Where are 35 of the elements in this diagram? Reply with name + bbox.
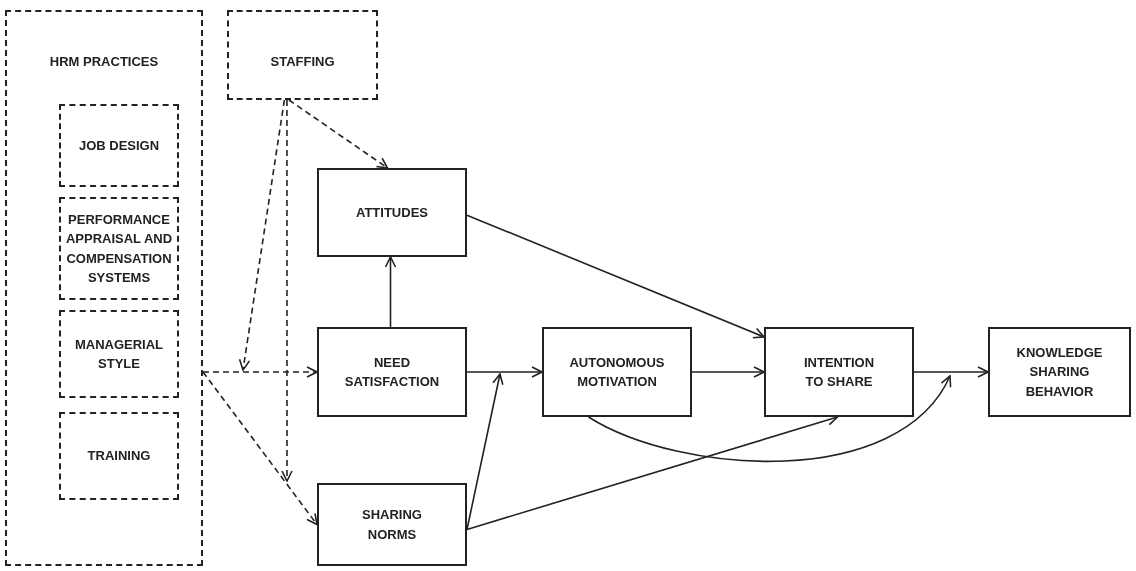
process-box: [988, 327, 1131, 417]
dashed-box: [59, 104, 179, 187]
node-label: HRM PRACTICES: [49, 53, 159, 71]
dashed-arrow: [202, 371, 318, 526]
process-box: [764, 327, 914, 417]
dashed-box: [227, 10, 378, 100]
node-label: MANAGERIAL STYLE: [73, 335, 165, 373]
node-label: ATTITUDES: [356, 203, 428, 222]
dashed-arrow: [202, 366, 318, 378]
node-label: KNOWLEDGE SHARING BEHAVIOR: [1015, 343, 1104, 401]
dashed-arrow: [238, 99, 286, 371]
node-label: AUTONOMOUS MOTIVATION: [568, 353, 666, 391]
arrow: [384, 256, 397, 328]
arrow: [466, 366, 543, 378]
dashed-box: [59, 412, 179, 500]
process-box: [542, 327, 692, 417]
node-label: TRAINING: [87, 447, 151, 466]
arrow: [587, 375, 951, 462]
arrow: [691, 366, 765, 378]
dashed-arrow: [281, 99, 293, 482]
node-label: NEED SATISFACTION: [343, 353, 441, 391]
arrow: [466, 214, 765, 339]
node-label: SHARING NORMS: [361, 506, 423, 544]
process-box: [317, 327, 467, 417]
process-box: [317, 168, 467, 257]
dashed-arrow: [288, 99, 389, 169]
node-label: STAFFING: [270, 53, 335, 71]
dashed-box: [5, 10, 203, 566]
node-label: INTENTION TO SHARE: [802, 353, 876, 391]
dashed-box: [59, 197, 179, 300]
arrow: [913, 366, 989, 378]
node-label: JOB DESIGN: [78, 136, 160, 155]
node-label: PERFORMANCE APPRAISAL AND COMPENSATION SYSTEMS: [65, 210, 173, 287]
process-box: [317, 483, 467, 566]
dashed-box: [59, 310, 179, 398]
